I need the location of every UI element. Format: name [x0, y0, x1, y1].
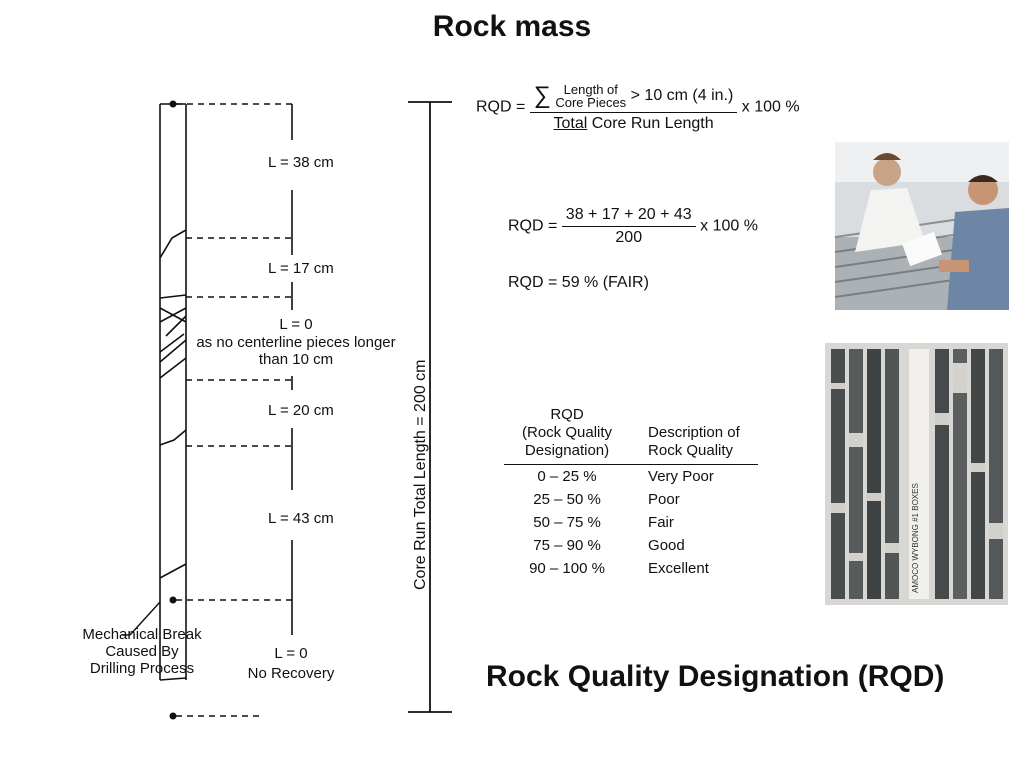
core-cylinder: [159, 103, 187, 681]
numerator-condition: > 10 cm (4 in.): [630, 87, 734, 105]
example-result: RQD = 59 % (FAIR): [508, 274, 649, 291]
formula-multiplier: x 100 %: [741, 98, 800, 116]
boundary-dashes: [176, 103, 292, 717]
rqd-example: RQD = 38 + 17 + 20 + 43 200 x 100 %: [508, 206, 758, 247]
core-diagram: [122, 100, 452, 720]
piece-label-6: L = 0: [274, 645, 308, 662]
piece-note-3: as no centerline pieces longer than 10 c…: [196, 334, 396, 368]
piece-label-4: L = 20 cm: [268, 402, 334, 419]
sigma-symbol: ∑: [533, 82, 551, 109]
table-row: 75 – 90 %Good: [533, 537, 685, 554]
denominator-total: Total: [553, 115, 588, 132]
table-row: 25 – 50 %Poor: [533, 491, 680, 508]
table-row: 90 – 100 %Excellent: [529, 560, 709, 577]
break-annotation: Mechanical Break Caused By Drilling Proc…: [82, 626, 202, 677]
core-top-dot: [169, 100, 177, 108]
denominator-rest: Core Run Length: [591, 115, 714, 132]
core-logging-photo: [835, 142, 1009, 310]
piece-label-1: L = 38 cm: [268, 154, 334, 171]
table-row: 50 – 75 %Fair: [533, 514, 674, 531]
break-leader: [129, 601, 161, 636]
core-box-photo: AMOCO WYBONG #1 BOXES: [825, 343, 1008, 605]
table-row: 0 – 25 %Very Poor: [537, 468, 714, 485]
run-end-dot: [169, 712, 177, 720]
example-denominator: 200: [615, 229, 643, 246]
example-lhs: RQD =: [508, 217, 558, 235]
numerator-line2: Core Pieces: [555, 95, 627, 110]
piece-label-3: L = 0: [279, 316, 313, 333]
piece-note-6: No Recovery: [247, 665, 335, 682]
total-length-bar: [408, 101, 452, 713]
piece-label-5: L = 43 cm: [268, 510, 334, 527]
core-box-label: AMOCO WYBONG #1 BOXES: [911, 483, 920, 593]
total-length-label: Core Run Total Length = 200 cm: [412, 359, 429, 590]
example-multiplier: x 100 %: [700, 217, 758, 235]
slide-title: Rock mass: [432, 10, 592, 43]
recovery-end-dot: [169, 596, 177, 604]
example-numerator: 38 + 17 + 20 + 43: [561, 206, 696, 227]
piece-label-2: L = 17 cm: [268, 260, 334, 277]
formula-lhs: RQD =: [476, 98, 526, 116]
footer-title: Rock Quality Designation (RQD): [486, 660, 945, 693]
numerator-line1: Length of: [563, 82, 618, 97]
